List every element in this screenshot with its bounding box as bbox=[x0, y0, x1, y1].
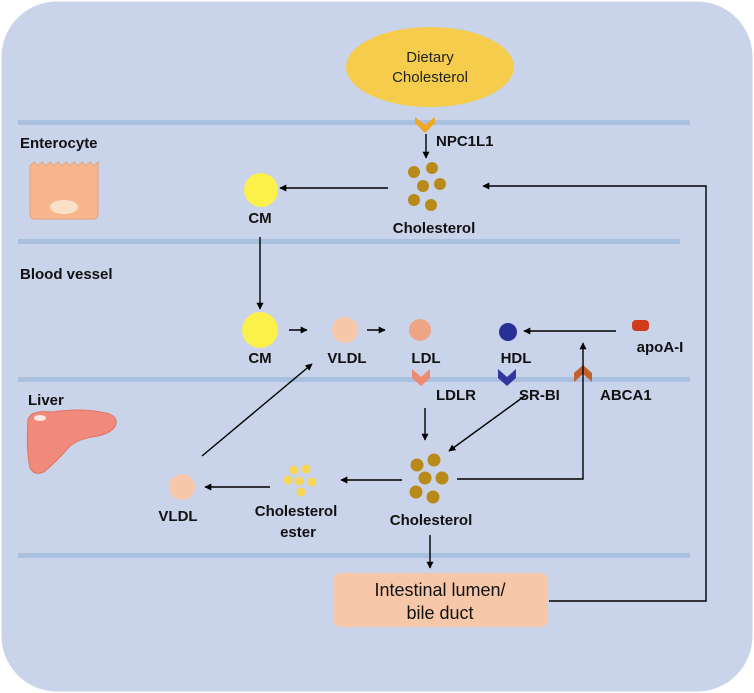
cholesterol-dot bbox=[427, 453, 441, 467]
cholesterol-ester-dot bbox=[301, 464, 311, 474]
cholesterol-dot bbox=[435, 471, 449, 485]
cm-particle-enterocyte bbox=[244, 173, 278, 207]
cholesterol-ester-dot bbox=[307, 477, 317, 487]
vldl-label-blood: VLDL bbox=[327, 350, 366, 367]
cholesterol-dot bbox=[409, 485, 423, 499]
cholesterol-dot bbox=[410, 458, 424, 472]
apoai-label: apoA-I bbox=[637, 339, 684, 356]
intestinal-lumen-line1: Intestinal lumen/ bbox=[374, 580, 505, 600]
cm-label-enterocyte: CM bbox=[248, 210, 271, 227]
cholesterol-label-liver: Cholesterol bbox=[390, 512, 473, 529]
cholesterol-cluster-enterocyte bbox=[408, 162, 446, 211]
srbi-receptor bbox=[498, 369, 516, 386]
cholesterol-ester-dot bbox=[296, 487, 306, 497]
cm-label-blood: CM bbox=[248, 350, 271, 367]
cholesterol-dot bbox=[418, 471, 432, 485]
arrow-srbi-to-cholesterol bbox=[448, 394, 527, 452]
vldl-label-liver: VLDL bbox=[158, 508, 197, 525]
cholesterol-ester-cluster bbox=[283, 464, 317, 497]
enterocyte-icon bbox=[29, 160, 99, 220]
cholesterol-ester-label-line1: Cholesterol bbox=[255, 503, 338, 520]
cholesterol-ester-dot bbox=[289, 465, 299, 475]
hdl-particle bbox=[499, 323, 517, 341]
srbi-label: SR-BI bbox=[519, 387, 560, 404]
cholesterol-dot bbox=[434, 178, 446, 190]
vldl-particle-blood bbox=[332, 317, 358, 343]
npc1l1-label: NPC1L1 bbox=[436, 133, 494, 150]
cholesterol-dot bbox=[426, 162, 438, 174]
ldlr-label: LDLR bbox=[436, 387, 476, 404]
cholesterol-dot bbox=[408, 194, 420, 206]
cholesterol-ester-dot bbox=[283, 475, 293, 485]
cholesterol-ester-label-line2: ester bbox=[280, 524, 316, 541]
membrane-top bbox=[18, 120, 690, 125]
membrane-blood-liver bbox=[18, 377, 690, 382]
arrow-vldl-liver-to-vldl-blood bbox=[201, 363, 313, 457]
cholesterol-dot bbox=[417, 180, 429, 192]
cholesterol-cluster-liver bbox=[409, 453, 449, 504]
dietary-cholesterol-line1: Dietary bbox=[406, 49, 454, 66]
ldl-label: LDL bbox=[411, 350, 440, 367]
region-label-liver: Liver bbox=[28, 392, 64, 409]
abca1-label: ABCA1 bbox=[600, 387, 652, 404]
arrow-cholesterol-to-abca1 bbox=[457, 342, 587, 480]
dietary-cholesterol-line2: Cholesterol bbox=[392, 69, 468, 86]
cholesterol-label-enterocyte: Cholesterol bbox=[393, 220, 476, 237]
membrane-bottom bbox=[18, 553, 690, 558]
ldl-particle bbox=[409, 319, 431, 341]
cholesterol-dot bbox=[425, 199, 437, 211]
liver-icon bbox=[26, 409, 117, 474]
dietary-cholesterol-ellipse bbox=[346, 27, 514, 107]
region-label-enterocyte: Enterocyte bbox=[20, 135, 98, 152]
hdl-label: HDL bbox=[501, 350, 532, 367]
apoai-protein bbox=[632, 320, 649, 331]
vldl-particle-liver bbox=[169, 474, 195, 500]
cholesterol-ester-dot bbox=[294, 476, 304, 486]
cholesterol-dot bbox=[426, 490, 440, 504]
cm-particle-blood bbox=[242, 312, 278, 348]
arrow-lumen-to-enterocyte-cholesterol bbox=[482, 182, 707, 602]
intestinal-lumen-line2: bile duct bbox=[406, 603, 473, 623]
intestinal-lumen-box bbox=[333, 573, 548, 627]
cholesterol-dot bbox=[408, 166, 420, 178]
region-label-blood-vessel: Blood vessel bbox=[20, 266, 113, 283]
membrane-enterocyte-blood bbox=[18, 239, 680, 244]
npc1l1-receptor bbox=[415, 117, 435, 133]
ldlr-receptor bbox=[412, 369, 430, 386]
